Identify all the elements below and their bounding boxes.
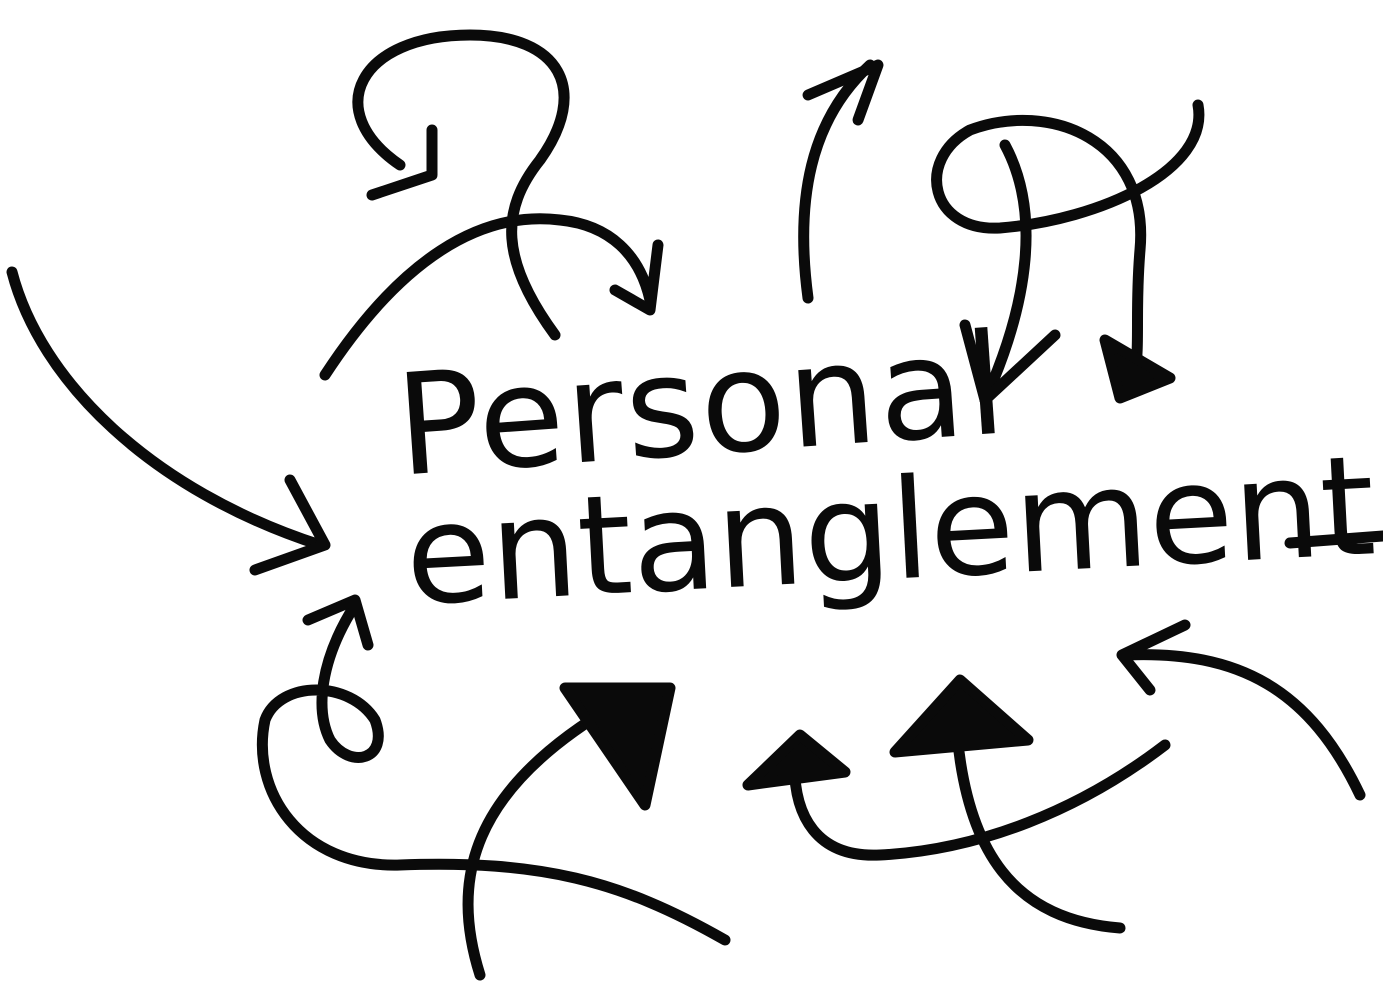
arrowhead-top-right-loop-b [1099,334,1176,404]
arrow-left [6,266,326,551]
line-right-stub [1284,530,1383,549]
arrow-top-right-loop-a [979,139,1032,406]
arrow-top-right-loop-b [931,99,1205,381]
arrowhead-top-left-loop [366,124,438,201]
arrowhead-bottom-center-b [889,674,1034,758]
arrowhead-left [249,474,331,576]
arrowhead-top-up [802,59,884,126]
arrow-top-left-loop [352,29,570,341]
arrow-top-arch [319,213,656,381]
arrowhead-top-arch [609,239,664,316]
arrow-bottom-center-a [788,739,1171,861]
arrow-bottom-left-loop [256,599,731,946]
arrowhead-top-right-loop-a [959,319,1061,406]
arrowhead-right [1116,619,1191,696]
arrowhead-bottom-up [559,682,676,811]
arrow-top-up [798,59,876,304]
arrow-bottom-center-b [949,694,1126,934]
arrow-bottom-up [462,699,621,981]
arrowhead-bottom-center-a [742,729,851,791]
arrowhead-bottom-left-loop [302,594,374,651]
arrow-right [1119,649,1366,801]
